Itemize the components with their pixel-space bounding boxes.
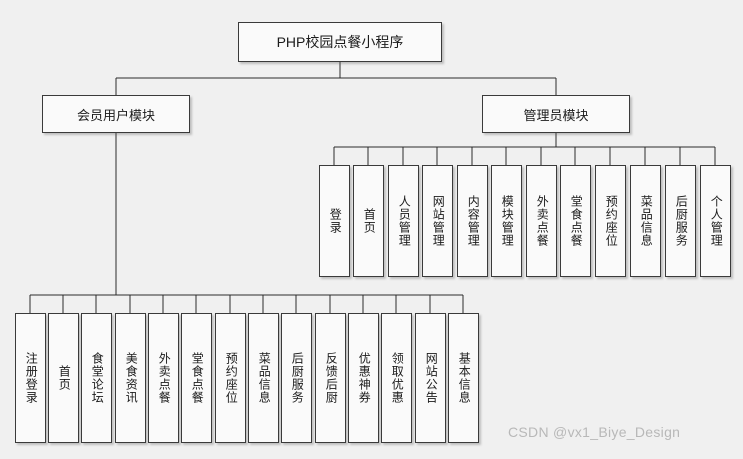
member-leaf-label: 预约座位 (224, 352, 239, 404)
admin-leaf-node[interactable]: 首页 (353, 165, 384, 277)
admin-leaf-label: 首页 (362, 208, 377, 234)
member-leaf-node[interactable]: 首页 (48, 313, 79, 443)
admin-leaf-label: 堂食点餐 (569, 195, 584, 247)
admin-leaf-label: 模块管理 (500, 195, 515, 247)
member-leaf-label: 菜品信息 (257, 352, 272, 404)
admin-leaf-node[interactable]: 菜品信息 (630, 165, 661, 277)
admin-leaf-node[interactable]: 个人管理 (700, 165, 731, 277)
member-leaf-label: 注册登录 (24, 352, 39, 404)
admin-leaf-label: 人员管理 (397, 195, 412, 247)
admin-leaf-label: 登录 (328, 208, 343, 234)
admin-leaf-label: 网站管理 (431, 195, 446, 247)
member-leaf-node[interactable]: 优惠神券 (348, 313, 379, 443)
admin-leaf-node[interactable]: 模块管理 (491, 165, 522, 277)
member-leaf-node[interactable]: 基本信息 (448, 313, 479, 443)
member-leaf-node[interactable]: 网站公告 (415, 313, 446, 443)
member-leaf-label: 反馈后厨 (324, 352, 339, 404)
member-leaf-label: 网站公告 (424, 352, 439, 404)
member-leaf-label: 基本信息 (457, 352, 472, 404)
admin-leaf-label: 后厨服务 (674, 195, 689, 247)
member-leaf-node[interactable]: 反馈后厨 (315, 313, 346, 443)
member-leaf-node[interactable]: 菜品信息 (248, 313, 279, 443)
admin-leaf-label: 个人管理 (709, 195, 724, 247)
member-leaf-label: 领取优惠 (390, 352, 405, 404)
member-leaf-label: 后厨服务 (290, 352, 305, 404)
member-leaf-node[interactable]: 食堂论坛 (81, 313, 112, 443)
member-leaf-node[interactable]: 美食资讯 (115, 313, 146, 443)
admin-leaf-label: 内容管理 (466, 195, 481, 247)
member-leaf-label: 首页 (57, 365, 72, 391)
admin-leaf-node[interactable]: 后厨服务 (665, 165, 696, 277)
admin-leaf-node[interactable]: 人员管理 (388, 165, 419, 277)
admin-leaf-node[interactable]: 堂食点餐 (560, 165, 591, 277)
admin-leaf-node[interactable]: 内容管理 (457, 165, 488, 277)
member-leaf-node[interactable]: 注册登录 (15, 313, 46, 443)
member-leaf-label: 美食资讯 (124, 352, 139, 404)
member-leaf-node[interactable]: 堂食点餐 (181, 313, 212, 443)
admin-leaf-node[interactable]: 登录 (319, 165, 350, 277)
admin-leaf-label: 菜品信息 (639, 195, 654, 247)
member-leaf-node[interactable]: 领取优惠 (381, 313, 412, 443)
admin-leaf-label: 预约座位 (604, 195, 619, 247)
member-leaf-label: 食堂论坛 (90, 352, 105, 404)
admin-leaf-node[interactable]: 预约座位 (595, 165, 626, 277)
root-node[interactable]: PHP校园点餐小程序 (238, 22, 442, 62)
branch-node-member-label: 会员用户模块 (76, 107, 155, 123)
branch-node-admin[interactable]: 管理员模块 (482, 95, 630, 133)
root-node-label: PHP校园点餐小程序 (276, 34, 404, 50)
admin-leaf-label: 外卖点餐 (535, 195, 550, 247)
member-leaf-node[interactable]: 后厨服务 (281, 313, 312, 443)
branch-node-admin-label: 管理员模块 (523, 107, 589, 123)
member-leaf-label: 优惠神券 (357, 352, 372, 404)
member-leaf-label: 堂食点餐 (190, 352, 205, 404)
member-leaf-node[interactable]: 外卖点餐 (148, 313, 179, 443)
member-leaf-node[interactable]: 预约座位 (215, 313, 246, 443)
member-leaf-label: 外卖点餐 (157, 352, 172, 404)
branch-node-member[interactable]: 会员用户模块 (42, 95, 190, 133)
admin-leaf-node[interactable]: 外卖点餐 (526, 165, 557, 277)
watermark-text: CSDN @vx1_Biye_Design (508, 424, 681, 440)
admin-leaf-node[interactable]: 网站管理 (422, 165, 453, 277)
